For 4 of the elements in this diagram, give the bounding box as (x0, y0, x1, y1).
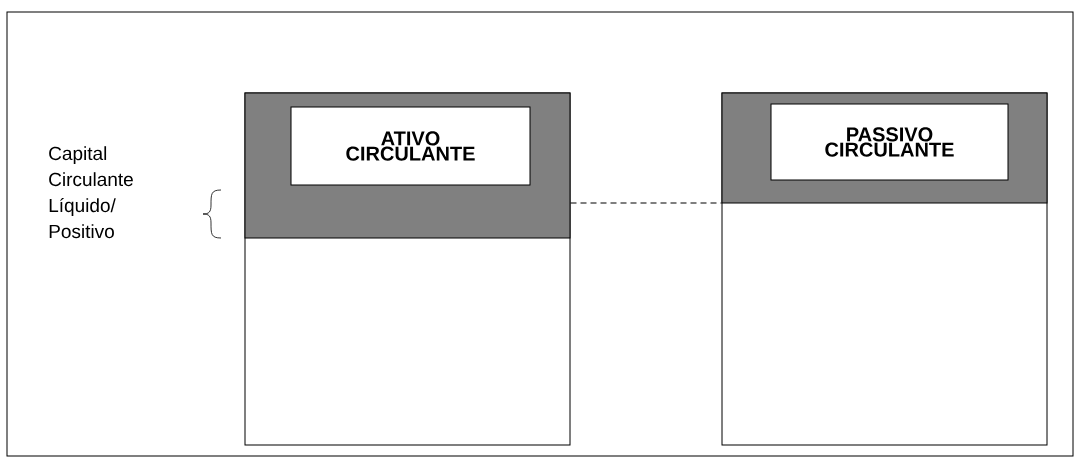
side-label: Capital Circulante Líquido/ Positivo (49, 146, 133, 239)
title-box: PASSIVO CIRCULANTE (770, 103, 1009, 181)
title-box: ATIVO CIRCULANTE (290, 106, 531, 186)
dashed-line (570, 202, 722, 204)
